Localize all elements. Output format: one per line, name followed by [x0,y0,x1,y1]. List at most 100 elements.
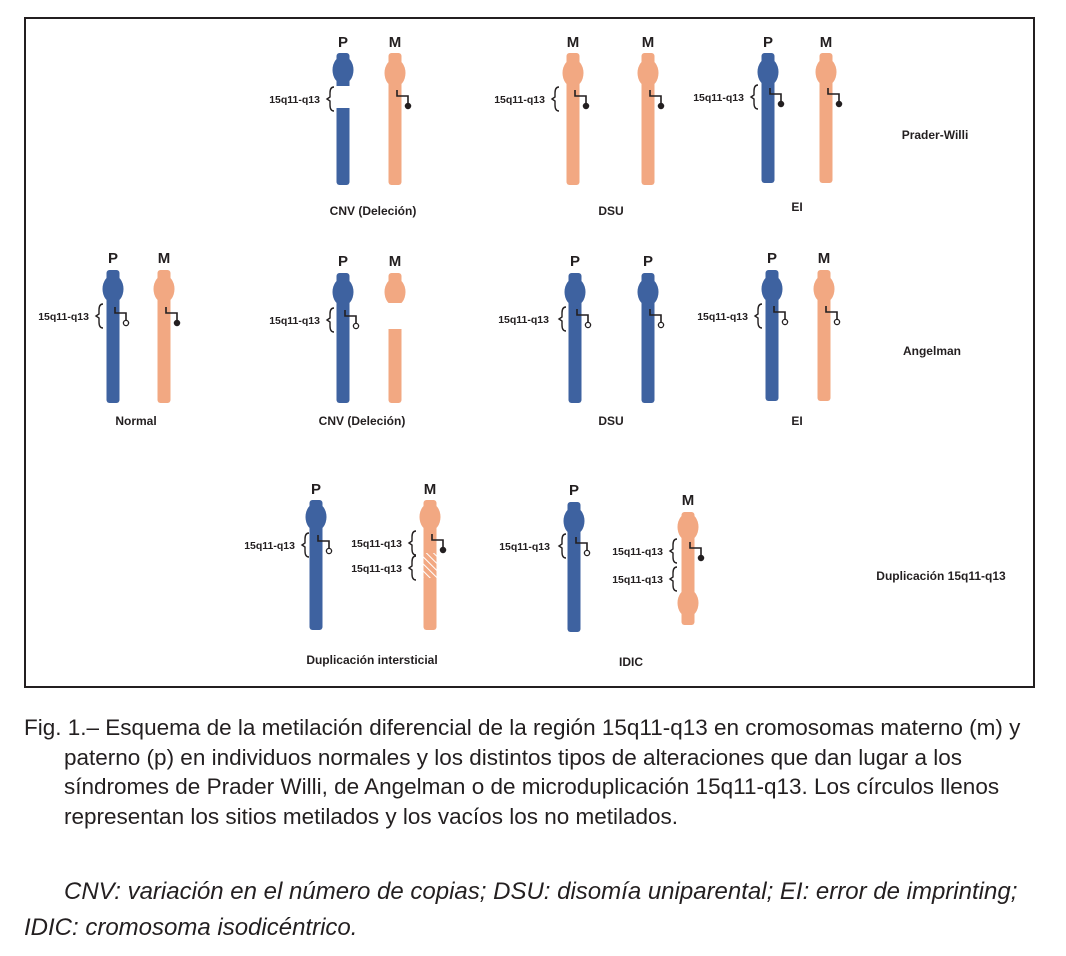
label-p: P [338,34,348,51]
methylation-mark-stem [396,90,409,104]
region-15q11-q13-bracket [325,307,335,333]
methylation-mark-stem [574,90,587,104]
caption-lead: Fig. 1.– [24,715,106,740]
paternal-chromosome-centromere [564,278,586,306]
methylation-mark-stem [769,88,782,102]
methylation-mark-stem [576,309,589,323]
region-15q11-q13-label: 15q11-q13 [697,311,748,323]
abbreviation-legend: CNV: variación en el número de copias; D… [24,874,1044,946]
methylated-site [657,102,665,110]
unmethylated-site [781,318,789,326]
methylation-mark-stem [773,306,786,320]
unmethylated-site [583,549,591,557]
methylation-mark-stem [825,306,838,320]
paternal-centromere [332,56,354,84]
methylated-site [173,319,181,327]
label-m: M [818,250,831,267]
paternal-chromosome [309,500,323,630]
deletion-gap [330,86,356,108]
methylation-mark-stem [344,310,357,324]
label-p: P [569,482,579,499]
duplicated-segment [423,553,437,578]
maternal-chromosome [817,270,831,401]
figure-frame [24,17,1035,688]
region-15q11-q13-label: 15q11-q13 [38,311,89,323]
label-p: P [338,253,348,270]
label-ei: EI [791,200,802,214]
deletion-gap [380,303,410,329]
maternal-chromosome-centromere [419,503,441,531]
row-label-angelman: Angelman [903,344,961,358]
paternal-chromosome-centromere [637,278,659,306]
unmethylated-site [833,318,841,326]
label-p: P [311,481,321,498]
region-15q11-q13-label: 15q11-q13 [494,94,545,106]
label-idic: IDIC [619,655,643,669]
region-15q11-q13-bracket [550,86,560,112]
region-15q11-q13-duplicate-label: 15q11-q13 [351,563,402,575]
label-ei: EI [791,414,802,428]
region-15q11-q13-label: 15q11-q13 [351,538,402,550]
maternal-chromosome-centromere [637,59,659,87]
methylation-mark-stem [114,307,127,321]
legend-text-1: CNV: variación en el número de copias; D… [64,878,1011,905]
region-15q11-q13-bracket [668,538,678,564]
paternal-chromosome [106,270,120,403]
label-dsu: DSU [598,414,623,428]
label-p: P [643,253,653,270]
methylation-mark-stem [575,537,588,551]
label-normal: Normal [115,414,156,428]
region-15q11-q13-label: 15q11-q13 [498,314,549,326]
maternal-centromere [384,278,406,306]
region-15q11-q13-bracket [753,303,763,329]
paternal-chromosome [568,273,582,403]
methylation-mark-stem [431,534,444,548]
region-15q11-q13-bracket [94,303,104,329]
label-duplicacion-intersticial: Duplicación intersticial [306,653,437,667]
paternal-chromosome-centromere [757,58,779,86]
legend-text-2: ; IDIC: cromosoma isodicéntrico. [24,878,1018,941]
paternal-chromosome [761,53,775,183]
label-m: M [389,253,402,270]
label-p: P [570,253,580,270]
paternal-chromosome [336,273,350,403]
region-15q11-q13-bracket [407,530,417,556]
row-label-prader-willi: Prader-Willi [902,128,969,142]
maternal-chromosome [819,53,833,183]
maternal-chromosome-centromere [384,59,406,87]
region-15q11-q13-label: 15q11-q13 [269,94,320,106]
methylation-mark-stem [165,307,178,321]
maternal-chromosome-centromere [562,59,584,87]
methylated-site [439,546,447,554]
maternal-chromosome-centromere [813,275,835,303]
region-15q11-q13-label: 15q11-q13 [244,540,295,552]
caption-text: Esquema de la metilación diferencial de … [64,715,1021,829]
region-15q11-q13-label: 15q11-q13 [499,541,550,553]
region-15q11-q13-label: 15q11-q13 [269,315,320,327]
paternal-chromosome [567,502,581,632]
region-15q11-q13-duplicate-label: 15q11-q13 [612,574,663,586]
label-p: P [108,250,118,267]
row-label-duplicacion: Duplicación 15q11-q13 [876,569,1006,583]
maternal-chromosome-centromere [815,58,837,86]
region-15q11-q13-bracket [749,84,759,110]
methylated-site [835,100,843,108]
maternal-chromosome-centromere [153,275,175,303]
label-p: P [767,250,777,267]
methylation-mark-stem [649,309,662,323]
label-m: M [820,34,833,51]
figure-caption: Fig. 1.– Esquema de la metilación difere… [24,713,1040,831]
unmethylated-site [584,321,592,329]
unmethylated-site [352,322,360,330]
label-m: M [642,34,655,51]
methylated-site [697,554,705,562]
isodicentric-centromere-bottom [677,589,699,617]
unmethylated-site [657,321,665,329]
paternal-chromosome [641,273,655,403]
paternal-chromosome-centromere [332,278,354,306]
region-15q11-q13-label: 15q11-q13 [612,546,663,558]
label-m: M [158,250,171,267]
paternal-chromosome [765,270,779,401]
paternal-chromosome-centromere [102,275,124,303]
